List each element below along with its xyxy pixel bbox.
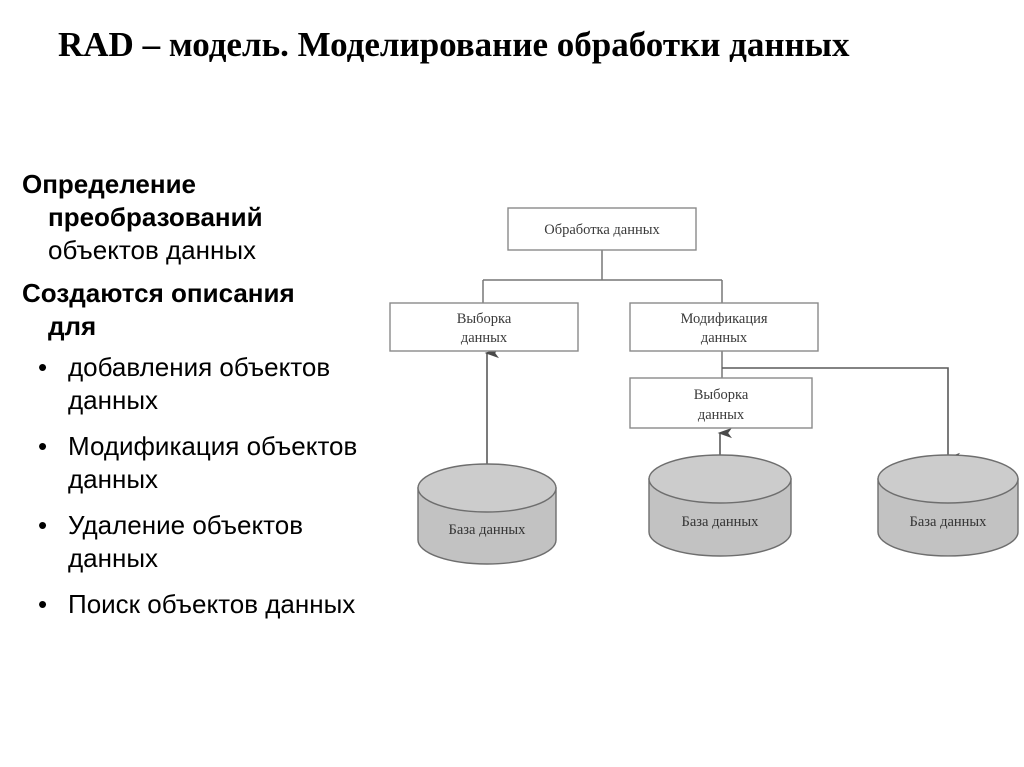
lead-paragraph-2: Создаются описания для [22, 277, 394, 343]
node-label-select2-line1: Выборка [694, 387, 749, 403]
data-processing-diagram: Обработка данных Выборка данных Модифика… [380, 190, 1024, 590]
bullet-dot-icon: • [38, 431, 48, 461]
list-item: • добавления объектов данных [22, 351, 394, 417]
database-cylinder-1[interactable]: База данных [417, 463, 557, 565]
node-box-select-data-middle[interactable]: Выборка данных [629, 377, 813, 429]
list-item: • Поиск объектов данных [22, 588, 394, 621]
node-label-select2-line2: данных [698, 407, 745, 423]
bullet-list: • добавления объектов данных • Модификац… [22, 351, 394, 621]
left-text-column: Определение преобразований объектов данн… [22, 168, 394, 634]
node-label-modify-line1: Модификация [680, 311, 767, 327]
database-cylinder-3[interactable]: База данных [877, 454, 1019, 557]
lead-1-line-3: объектов данных [48, 235, 257, 265]
list-item: • Модификация объектов данных [22, 430, 394, 496]
list-item: • Удаление объектов данных [22, 509, 394, 575]
node-box-data-processing[interactable]: Обработка данных [507, 207, 697, 251]
database-cylinder-2[interactable]: База данных [648, 454, 792, 557]
node-box-modify-data[interactable]: Модификация данных [629, 302, 819, 352]
node-label-modify-line2: данных [701, 330, 748, 346]
list-item-label: Поиск объектов данных [68, 589, 356, 619]
lead-2-line-2: для [48, 311, 97, 341]
list-item-label: Модификация объектов данных [68, 431, 358, 494]
page-title: RAD – модель. Моделирование обработки да… [58, 25, 850, 64]
bullet-dot-icon: • [38, 352, 48, 382]
bullet-dot-icon: • [38, 589, 48, 619]
list-item-label: Удаление объектов данных [68, 510, 304, 573]
node-label-root: Обработка данных [544, 222, 660, 238]
lead-1-line-2: преобразований [48, 202, 263, 232]
lead-paragraph-1: Определение преобразований объектов данн… [22, 168, 394, 267]
node-label-select1-line2: данных [461, 330, 508, 346]
database-label-2: База данных [682, 514, 760, 530]
list-item-label: добавления объектов данных [68, 352, 331, 415]
bullet-dot-icon: • [38, 510, 48, 540]
lead-1-line-1: Определение [22, 169, 197, 199]
database-label-1: База данных [449, 522, 527, 538]
database-label-3: База данных [910, 514, 988, 530]
node-label-select1-line1: Выборка [457, 311, 512, 327]
lead-2-line-1: Создаются описания [22, 278, 295, 308]
node-box-select-data-left[interactable]: Выборка данных [389, 302, 579, 352]
connector-modify-to-db3 [722, 367, 960, 464]
